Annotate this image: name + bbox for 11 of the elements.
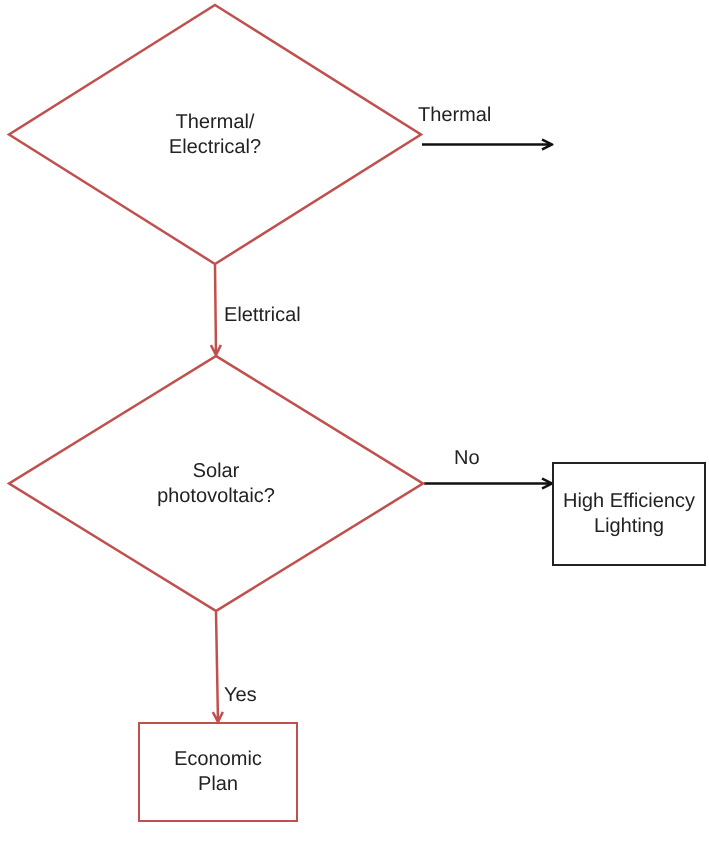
node-text: Thermal/ Electrical? bbox=[168, 110, 262, 160]
node-text: Solar photovoltaic? bbox=[156, 458, 276, 508]
node-text: Economic Plan bbox=[173, 747, 263, 797]
arrow bbox=[210, 264, 222, 356]
arrow bbox=[212, 612, 224, 724]
process-box bbox=[552, 462, 706, 566]
arrow bbox=[422, 138, 554, 151]
node-text: High Efficiency Lighting bbox=[562, 489, 696, 539]
decision-diamond bbox=[8, 355, 424, 612]
arrow bbox=[424, 477, 554, 490]
process-box bbox=[138, 722, 298, 822]
